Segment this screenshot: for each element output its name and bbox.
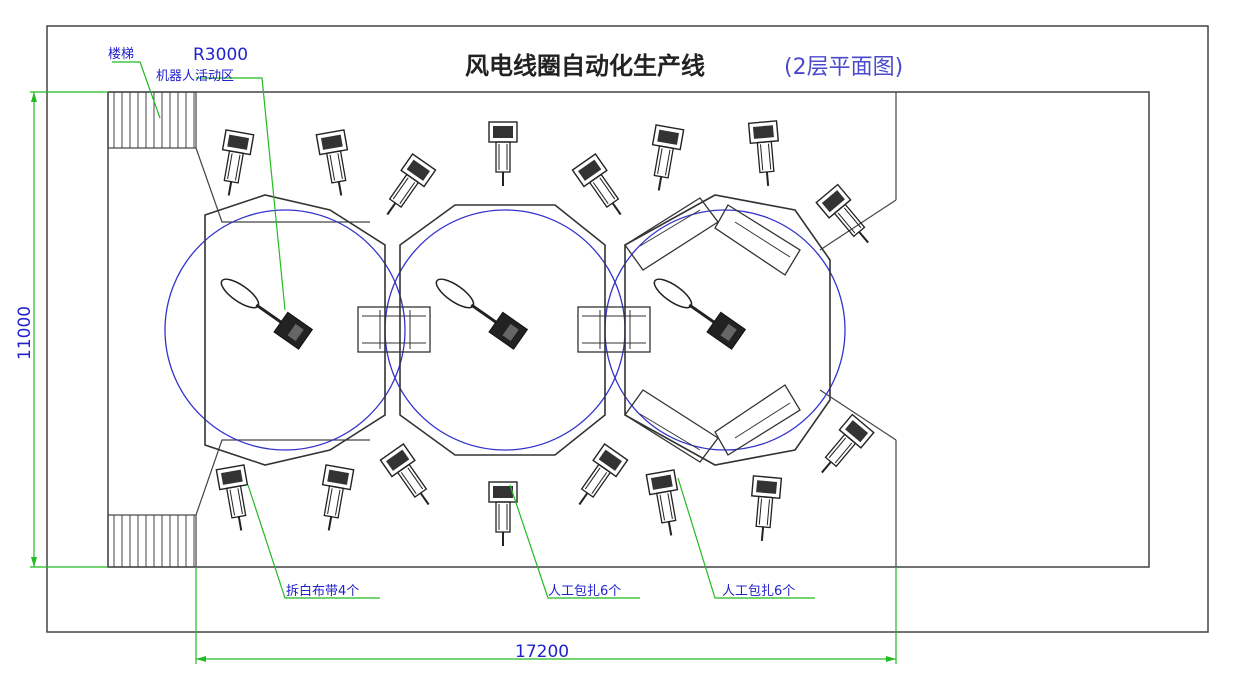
robot-zone-label: 机器人活动区 [156, 69, 234, 84]
transfer-station-2 [577, 306, 651, 353]
stairs-label: 楼梯 [108, 47, 134, 62]
workstation-3 [215, 464, 249, 531]
robot-3 [653, 278, 747, 350]
transfer-station-1 [357, 306, 431, 353]
height-dimension-label: 11000 [15, 306, 35, 360]
workstation-10 [578, 443, 629, 506]
outer-frame [46, 25, 1209, 633]
workstation-14 [645, 469, 679, 536]
work-table-top-left [624, 197, 719, 271]
radius-label: R3000 [193, 45, 248, 65]
platform-outline [107, 91, 1150, 568]
workstation-7 [571, 153, 622, 216]
workstation-9 [488, 481, 518, 546]
width-dimension [195, 567, 897, 664]
workstation-2 [315, 129, 349, 196]
workstation-13 [815, 183, 869, 244]
left-cell-wall-bottom [195, 439, 370, 516]
white-tape-label: 拆白布带4个 [286, 583, 359, 599]
workstation-15 [750, 475, 783, 541]
conveyor-ring-2 [399, 204, 606, 456]
stairs-bottom [107, 514, 197, 568]
left-cell-wall-top [195, 147, 370, 223]
stairs-top [107, 91, 197, 149]
robot-zone-circle-1 [164, 209, 406, 451]
robot-2 [435, 278, 529, 350]
workstation-11 [651, 124, 685, 191]
workstation-8 [379, 443, 430, 506]
work-table-bottom-right [714, 384, 801, 456]
leader-lines [112, 61, 815, 599]
conveyor-ring-1 [204, 194, 386, 466]
workstation-1 [221, 129, 255, 196]
height-dimension [30, 91, 108, 568]
conveyor-ring-3 [624, 194, 831, 466]
width-dimension-label: 17200 [515, 642, 569, 662]
title-sub: (2层平面图) [784, 55, 903, 80]
workstation-4 [321, 464, 355, 531]
work-table-top-right [714, 204, 801, 276]
workstation-6 [488, 121, 518, 186]
workstation-16 [821, 413, 875, 474]
manual-wrap-label-2: 人工包扎6个 [722, 584, 795, 599]
right-cell-wall-bottom [819, 389, 897, 441]
workstation-12 [747, 120, 780, 186]
robot-1 [220, 278, 314, 350]
workstation-5 [386, 153, 437, 216]
title-main: 风电线圈自动化生产线 [465, 52, 705, 80]
manual-wrap-label-1: 人工包扎6个 [548, 584, 621, 599]
work-table-bottom-left [624, 389, 719, 463]
